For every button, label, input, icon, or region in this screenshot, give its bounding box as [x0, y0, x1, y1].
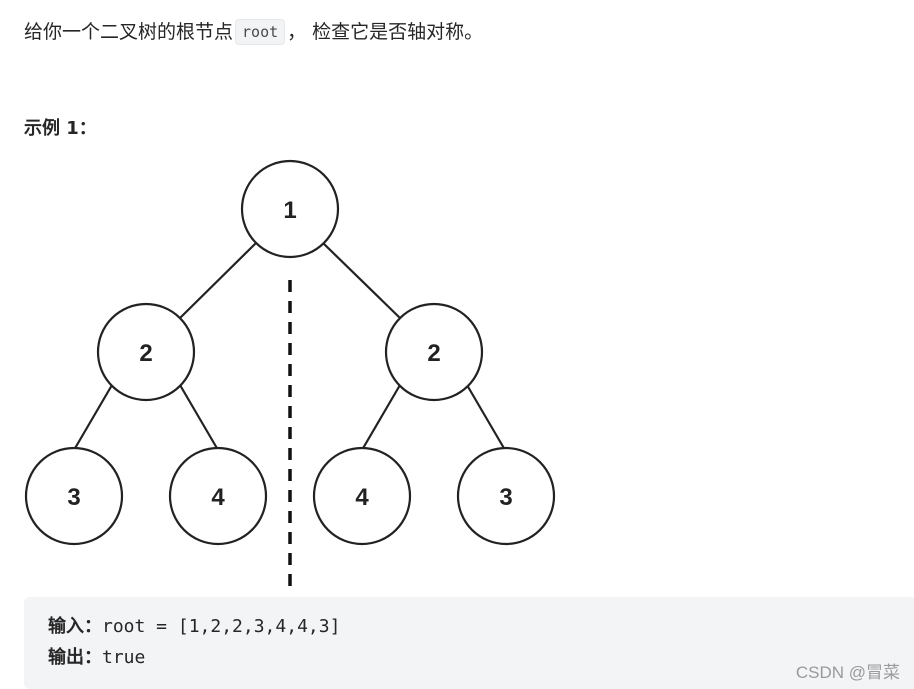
node-label-right-right: 3 [499, 484, 512, 511]
output-label: 输出： [48, 647, 102, 668]
tree-node-right-child: 2 [384, 302, 484, 402]
node-label-right-child: 2 [427, 340, 440, 367]
input-line: 输入：root = [1,2,2,3,4,4,3] [48, 614, 340, 640]
example-heading: 示例 1： [24, 118, 97, 139]
tree-node-left-right: 4 [168, 446, 268, 546]
tree-node-left-child: 2 [96, 302, 196, 402]
tree-node-right-right: 3 [456, 446, 556, 546]
edge-1-2-right [322, 242, 401, 319]
input-label: 输入： [48, 616, 102, 637]
tree-node-left-left: 3 [24, 446, 124, 546]
output-value: true [102, 647, 146, 668]
node-label-left-left: 3 [67, 484, 80, 511]
edge-1-2-left [179, 242, 257, 319]
edge-2-3-left [73, 384, 113, 451]
output-line: 输出：true [48, 645, 145, 671]
edge-2-4-left [179, 384, 219, 451]
node-label-right-left: 4 [355, 484, 369, 511]
node-label-left-right: 4 [211, 484, 225, 511]
node-label-left-child: 2 [139, 340, 152, 367]
symmetric-tree-diagram: 1 2 2 3 4 4 3 [24, 159, 556, 595]
tree-node-root: 1 [240, 159, 340, 259]
edge-2-4-right [361, 384, 401, 451]
description-text-after: ， 检查它是否轴对称。 [287, 21, 484, 43]
input-value: root = [1,2,2,3,4,4,3] [102, 616, 341, 637]
tree-node-right-left: 4 [312, 446, 412, 546]
inline-code-root: root [235, 19, 286, 45]
edge-2-3-right [466, 384, 506, 451]
csdn-watermark: CSDN @冒菜 [795, 663, 900, 682]
node-label-root: 1 [283, 197, 296, 224]
example-code-block: 输入：root = [1,2,2,3,4,4,3] 输出：true [24, 597, 914, 689]
description-text-before: 给你一个二叉树的根节点 [24, 21, 234, 43]
